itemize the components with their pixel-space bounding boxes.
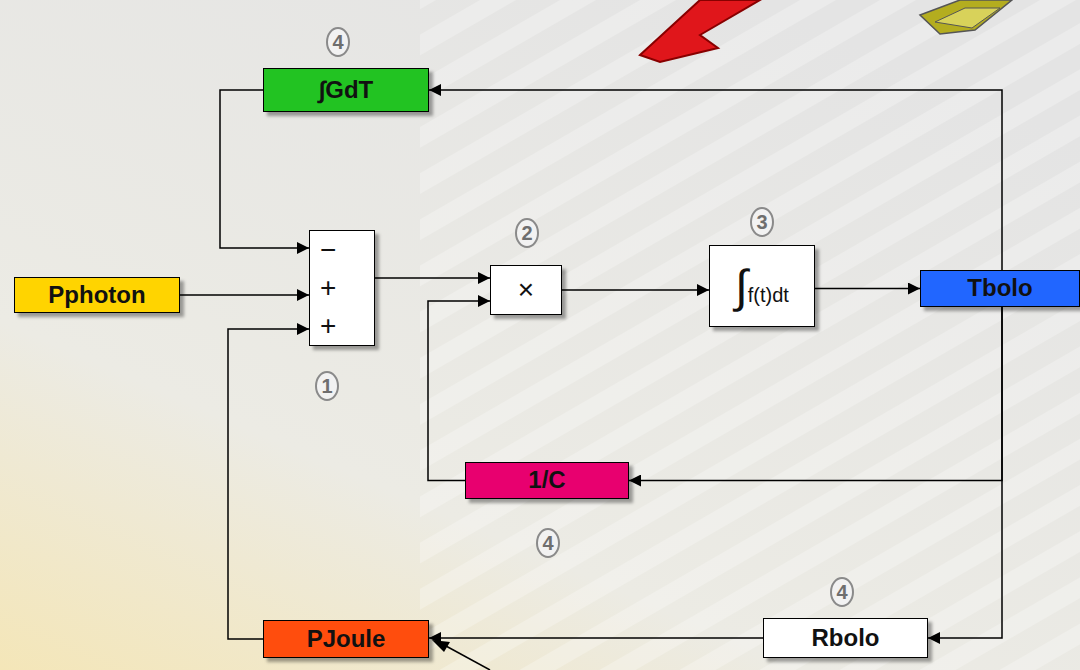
signal-arrow: [429, 90, 1002, 270]
texture: [420, 0, 1080, 670]
resistance-block: Rbolo: [763, 618, 928, 658]
callout-number: 3: [749, 208, 775, 236]
signal-arrow: [180, 294, 309, 296]
signal-arrow: [562, 289, 709, 291]
multiplier-block: ×: [490, 265, 562, 315]
block-label: ×: [518, 275, 534, 306]
signal-arrow: [815, 288, 920, 290]
block-label: PJoule: [307, 626, 386, 652]
block-label: Tbolo: [967, 275, 1032, 301]
integral-block: ∫GdT: [263, 68, 429, 112]
callout-number: 4: [535, 529, 561, 557]
signal-arrow: [428, 301, 490, 481]
block-label: ∫f(t)dt: [735, 261, 789, 312]
summing-junction: − + +: [309, 230, 375, 346]
block-label: Pphoton: [48, 282, 145, 308]
integrator-block: ∫f(t)dt: [709, 245, 815, 327]
callout-number: 4: [325, 28, 351, 56]
block-label: 1/C: [528, 467, 565, 493]
block-label: Rbolo: [812, 625, 880, 651]
sign: +: [320, 273, 336, 304]
signal-arrow: [375, 277, 490, 279]
sign: +: [320, 311, 336, 342]
olive-block: [920, 0, 1012, 34]
sign: −: [320, 235, 336, 266]
power-block: PJoule: [263, 620, 429, 658]
callout-number: 4: [829, 578, 855, 606]
gain-block: 1/C: [465, 462, 629, 499]
input-box: Pphoton: [14, 277, 180, 313]
signal-arrow: [220, 90, 309, 248]
signal-arrow: [629, 307, 1002, 481]
callout-number: 1: [314, 372, 340, 400]
signal-arrow: [228, 329, 309, 639]
output-box: Tbolo: [920, 270, 1080, 307]
red-arrow: [640, 0, 760, 62]
callout-circles: [316, 28, 853, 606]
signal-arrow: [928, 307, 1002, 638]
block-label: ∫GdT: [319, 77, 374, 103]
signal-arrow: [429, 637, 763, 639]
incoming-pointer: [432, 640, 490, 670]
callout-number: 2: [514, 219, 540, 247]
